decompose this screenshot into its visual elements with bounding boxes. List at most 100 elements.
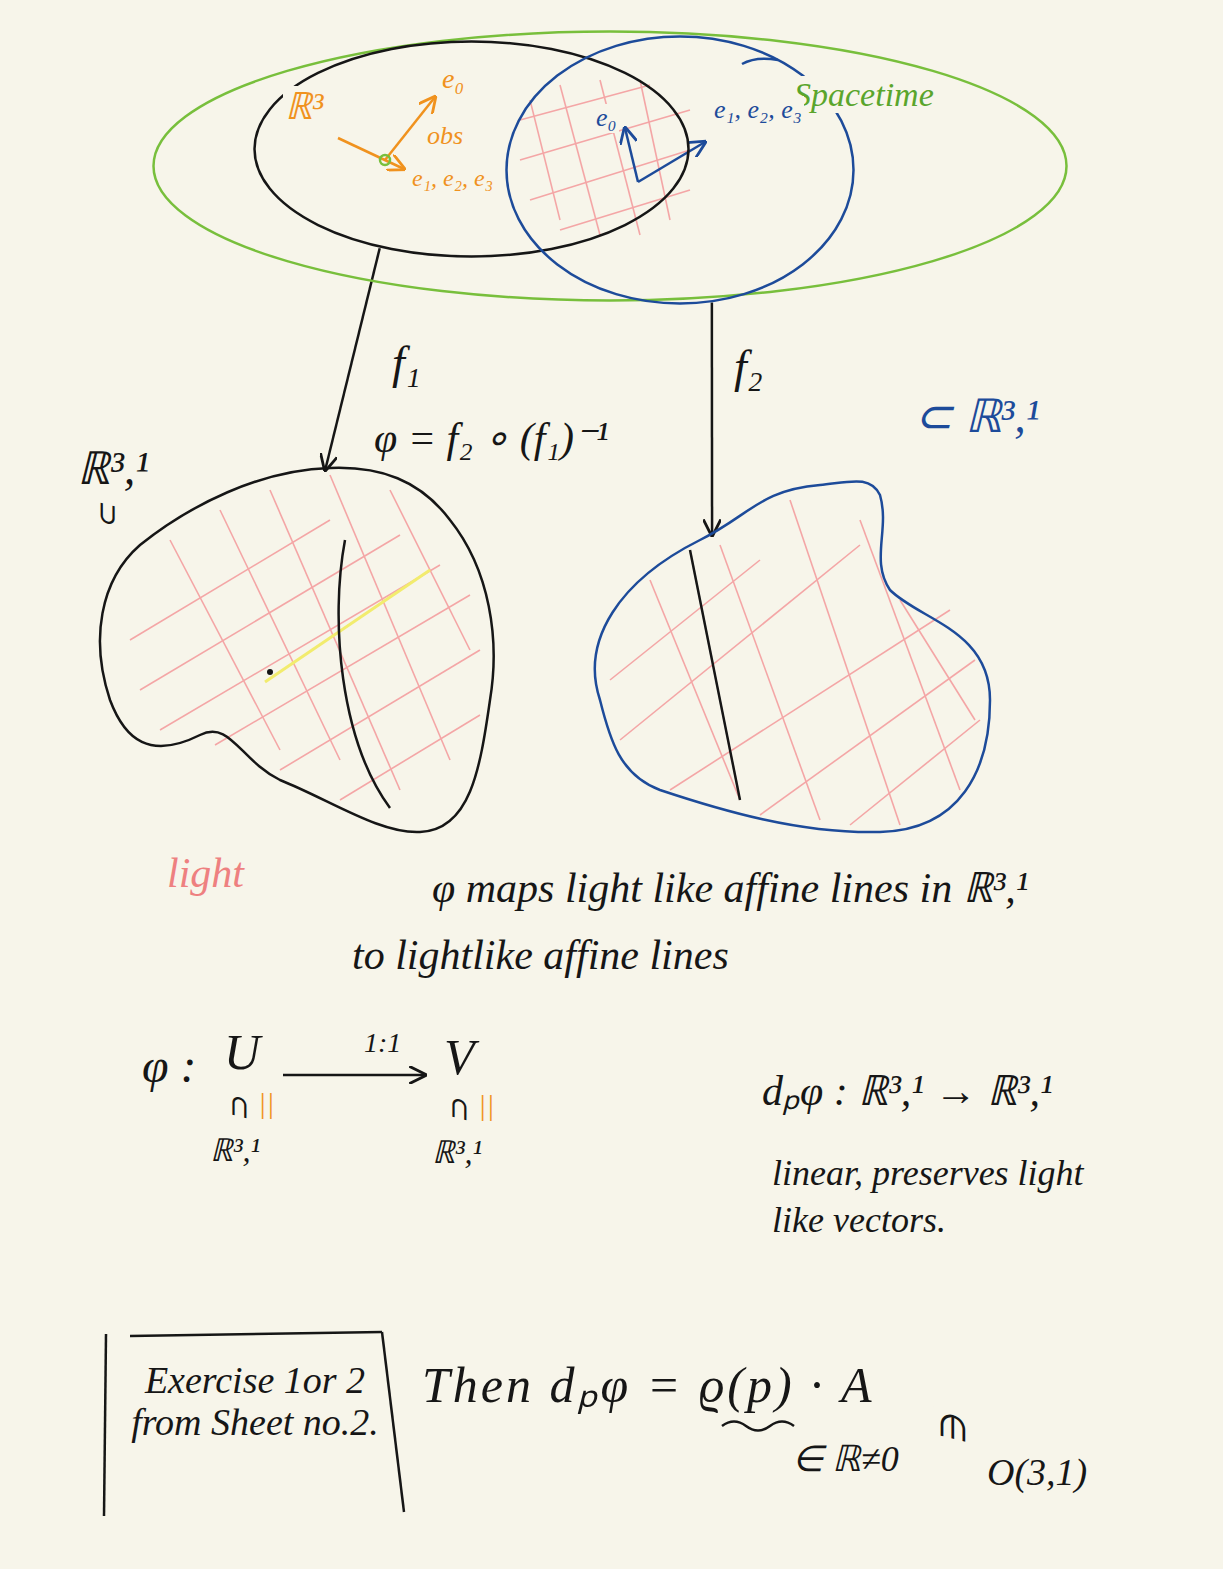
text-holder: ⊂ [446, 1090, 475, 1123]
chart-image-left: ℝ³,¹ ⊂ [70, 440, 510, 840]
text-holder: V [442, 1030, 477, 1085]
underline-squiggle [722, 1422, 794, 1431]
light-ray [130, 520, 330, 640]
light-ray [620, 545, 860, 740]
math-note: || [476, 1088, 497, 1121]
light-grid-left [130, 475, 480, 800]
light-ray [670, 610, 950, 790]
text-holder: Exercise 1or 2 from Sheet no.2. [100, 1330, 410, 1474]
blob-outline [595, 481, 990, 832]
region-outline [154, 32, 1067, 301]
light-ray [790, 500, 900, 825]
text-holder: φ : [140, 1040, 199, 1093]
math-note: 1:1 [362, 1028, 403, 1059]
light-ray [860, 520, 960, 790]
frame-vector [338, 138, 404, 169]
text-holder: ℝ³,¹ [75, 444, 151, 495]
light-ray [900, 600, 975, 720]
node-outline [152, 30, 1068, 302]
light-ray [160, 565, 440, 730]
math-note: φ maps light like affine lines in ℝ³,¹ t… [350, 855, 1050, 989]
text-holder: O(3,1) [985, 1452, 1089, 1494]
light-ray [610, 560, 760, 680]
text-holder: 1:1 [362, 1028, 403, 1059]
math-note: dₚφ : ℝ³,¹ → ℝ³,¹ [760, 1068, 1055, 1114]
map-arrow [711, 303, 714, 536]
node-label: e₁, e₂, e₃ [410, 165, 495, 191]
text-holder: ⊂ [226, 1088, 255, 1121]
light-ray [170, 540, 280, 750]
blob-outline [100, 468, 494, 832]
math-note: U [222, 1025, 262, 1080]
light-ray [270, 490, 400, 790]
light-ray [330, 475, 450, 760]
text-holder: linear, preserves light like vectors. [770, 1150, 1100, 1244]
light-grid-right [610, 500, 980, 825]
math-note: O(3,1) [985, 1452, 1089, 1494]
text-holder: ℝ³,¹ [430, 1135, 484, 1170]
frame-vector [625, 128, 638, 182]
math-note: V [442, 1030, 477, 1085]
text-holder: ℝ³,¹ [208, 1133, 262, 1168]
hypersurface-curve [690, 550, 740, 800]
math-note: Then dₚφ = ϱ(p) · A [420, 1358, 877, 1413]
node-label: obs [425, 122, 465, 151]
exercise-box: Exercise 1or 2 from Sheet no.2. [100, 1330, 410, 1520]
text-holder: dₚφ : ℝ³,¹ → ℝ³,¹ [760, 1068, 1055, 1114]
text-holder: e₀ [594, 104, 619, 133]
light-ray [650, 580, 740, 800]
node-label: ℝ³,¹ [75, 444, 151, 495]
point [267, 669, 273, 675]
region-outline [507, 37, 854, 304]
text-holder: e₁, e₂, e₃ [410, 165, 495, 191]
node-outline [253, 40, 690, 258]
node-label: e₀ [594, 104, 619, 133]
node-label: Exercise 1or 2 from Sheet no.2. [100, 1330, 410, 1474]
text-holder: ℝ³ [283, 86, 325, 128]
box-stroke [104, 1334, 106, 1516]
blob-group [100, 468, 494, 832]
box-stroke [382, 1332, 404, 1512]
text-holder: || [476, 1088, 497, 1121]
region-outline [255, 42, 689, 257]
math-note: ℝ³,¹ [208, 1133, 262, 1168]
node-label: ⊂ [90, 502, 123, 531]
math-note: ∈ [933, 1407, 970, 1441]
node-label: e₀ [440, 64, 466, 95]
light-ray [530, 150, 690, 200]
text-holder: e₁, e₂, e₃ [712, 96, 804, 125]
map-name: f₁ [390, 338, 423, 389]
text-holder: U [222, 1025, 262, 1080]
math-note: ⊂ [444, 1092, 477, 1121]
node-label: ℝ³ [283, 86, 325, 128]
lightlike-line [265, 570, 430, 682]
text-holder: light [165, 850, 246, 896]
math-note: ∈ ℝ≠0 [790, 1440, 901, 1480]
node-outline [580, 385, 1050, 840]
text-holder: ⊂ ℝ³,¹ [912, 392, 1042, 443]
pen-stroke [742, 59, 778, 64]
observer-dot [380, 155, 390, 165]
text-holder: φ maps light like affine lines in ℝ³,¹ t… [350, 855, 1050, 989]
node-label: e₁, e₂, e₃ [712, 96, 804, 125]
node-label: ⊂ ℝ³,¹ [912, 392, 1042, 443]
text-holder: Spacetime [792, 76, 936, 113]
light-ray [340, 715, 480, 800]
text-holder: obs [425, 122, 465, 151]
math-note: φ = f₂ ∘ (f₁)⁻¹ [372, 415, 611, 461]
math-note: φ : [140, 1040, 199, 1093]
text-holder: || [256, 1086, 277, 1119]
text-holder: ∈ [935, 1405, 969, 1442]
text-holder: Then dₚφ = ϱ(p) · A [420, 1358, 877, 1413]
space-ellipse: ℝ³ e₀ obs e₁, e₂, e₃ [253, 40, 690, 258]
text-holder: e₀ [440, 64, 466, 95]
text-holder: f₁ [390, 338, 423, 389]
box-stroke [130, 1332, 382, 1336]
math-note: ⊂ [224, 1090, 257, 1119]
frame-vector [638, 142, 705, 182]
text-holder: ∈ ℝ≠0 [790, 1440, 901, 1480]
chart-image-right: ⊂ ℝ³,¹ [580, 385, 1050, 840]
